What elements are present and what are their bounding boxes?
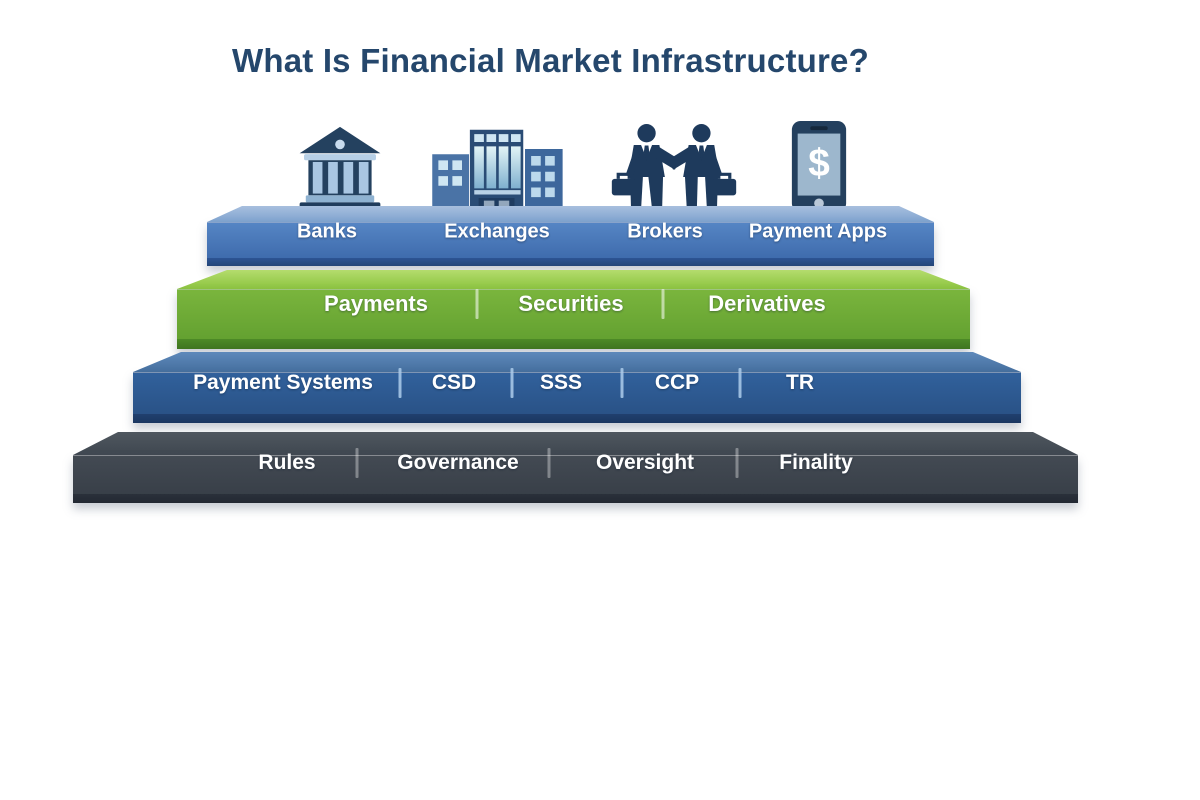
- label-payment-systems: Payment Systems: [193, 370, 373, 394]
- label-securities: Securities: [518, 291, 624, 316]
- label-payments: Payments: [324, 291, 428, 316]
- label-banks: Banks: [296, 220, 358, 242]
- label-derivatives: Derivatives: [708, 291, 826, 316]
- label-finality: Finality: [779, 450, 853, 474]
- label-sss: SSS: [539, 370, 583, 394]
- divider: [735, 447, 739, 478]
- layer-services: Payments Securities Derivatives: [177, 270, 970, 349]
- layer-infrastructures: Payment Systems CSD SSS CCP TR: [133, 352, 1021, 423]
- label-ccp: CCP: [654, 370, 700, 394]
- layer-participants: Banks Exchanges Brokers Payment Apps: [207, 206, 934, 266]
- brokers-handshake-icon: [610, 122, 738, 217]
- label-governance: Governance: [397, 450, 519, 474]
- divider: [661, 289, 665, 319]
- divider: [620, 367, 624, 398]
- payment-app-phone-icon: $: [789, 120, 849, 218]
- layer-foundations: Rules Governance Oversight Finality: [73, 432, 1078, 503]
- bank-icon: [296, 126, 384, 217]
- label-tr: TR: [786, 370, 814, 394]
- layer-services-front-face: [177, 289, 970, 349]
- layer-participants-front-face: [207, 222, 934, 266]
- layer-foundations-top-face: [73, 432, 1078, 455]
- layer-infrastructures-top-face: [133, 352, 1021, 372]
- label-exchanges: Exchanges: [444, 220, 550, 242]
- divider: [738, 367, 742, 398]
- divider: [475, 289, 479, 319]
- label-brokers: Brokers: [627, 220, 703, 242]
- label-csd: CSD: [431, 370, 477, 394]
- layer-services-top-face: [177, 270, 970, 289]
- divider: [355, 447, 359, 478]
- label-payment-apps: Payment Apps: [748, 220, 888, 242]
- exchange-buildings-icon: [431, 128, 563, 217]
- divider: [510, 367, 514, 398]
- divider: [547, 447, 551, 478]
- layer-infrastructures-front-face: [133, 372, 1021, 423]
- divider: [398, 367, 402, 398]
- svg-text:$: $: [808, 142, 830, 185]
- layer-participants-top-face: [207, 206, 934, 222]
- diagram-title: What Is Financial Market Infrastructure?: [232, 42, 869, 79]
- layer-foundations-front-face: [73, 455, 1078, 503]
- label-rules: Rules: [258, 450, 316, 474]
- label-oversight: Oversight: [595, 450, 695, 474]
